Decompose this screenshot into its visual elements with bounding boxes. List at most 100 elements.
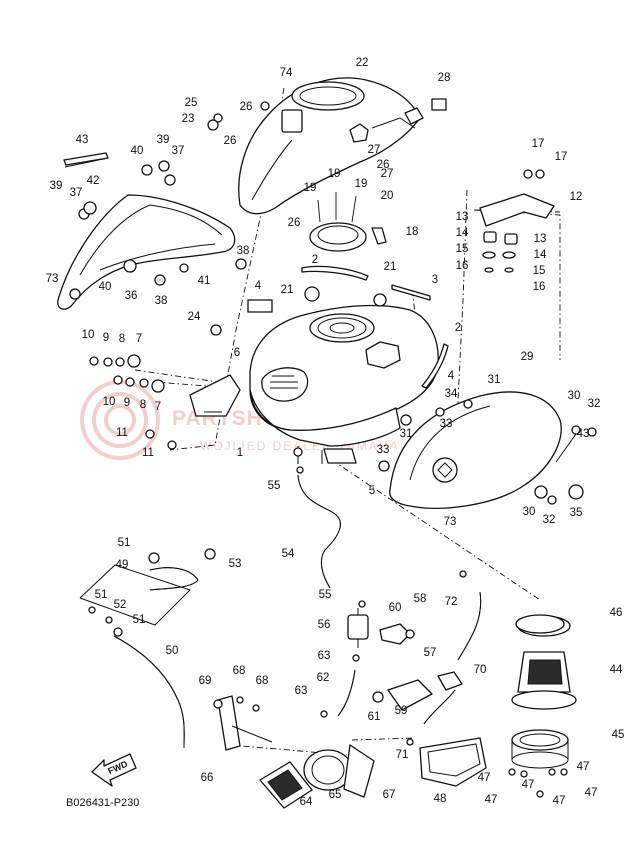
callout-15: 15: [533, 265, 546, 277]
callout-63: 63: [295, 685, 308, 697]
callout-14: 14: [456, 227, 469, 239]
callout-19: 19: [328, 168, 341, 180]
callout-43: 43: [577, 428, 590, 440]
callout-21: 21: [384, 261, 397, 273]
decal-28: [431, 98, 447, 111]
callout-43: 43: [76, 134, 89, 146]
callout-29: 29: [521, 351, 534, 363]
callout-28: 28: [438, 72, 451, 84]
callout-47: 47: [478, 772, 491, 784]
callout-47: 47: [553, 795, 566, 807]
callout-47: 47: [485, 794, 498, 806]
callout-12: 12: [570, 191, 583, 203]
callout-7: 7: [155, 401, 161, 413]
callout-6: 6: [234, 347, 240, 359]
pump-guard: [419, 737, 487, 787]
callout-37: 37: [70, 187, 83, 199]
callout-49: 49: [116, 559, 129, 571]
callout-47: 47: [522, 779, 535, 791]
callout-62: 62: [317, 672, 330, 684]
callout-51: 51: [133, 614, 146, 626]
fuel-filter: [347, 608, 463, 711]
callout-53: 53: [229, 558, 242, 570]
callout-27: 27: [381, 168, 394, 180]
seal-strips: [247, 265, 449, 389]
callout-20: 20: [381, 190, 394, 202]
callout-11: 11: [116, 427, 128, 439]
callout-4: 4: [448, 370, 455, 382]
callout-18: 18: [406, 226, 419, 238]
callout-60: 60: [389, 602, 402, 614]
callout-21: 21: [281, 284, 294, 296]
callout-71: 71: [396, 749, 409, 761]
callout-13: 13: [534, 233, 547, 245]
callout-54: 54: [282, 548, 295, 560]
callout-63: 63: [318, 650, 331, 662]
fuel-tank: [249, 304, 439, 464]
callout-2: 2: [312, 254, 318, 266]
callout-68: 68: [256, 675, 269, 687]
callout-26: 26: [224, 135, 237, 147]
callout-30: 30: [523, 506, 536, 518]
callout-27: 27: [368, 144, 381, 156]
tank-top-cover: [238, 77, 424, 215]
left-bracket: [189, 374, 241, 417]
callout-3: 3: [432, 274, 438, 286]
callout-56: 56: [318, 619, 331, 631]
callout-30: 30: [568, 390, 581, 402]
callout-68: 68: [233, 665, 246, 677]
callout-17: 17: [532, 138, 545, 150]
callout-42: 42: [87, 175, 100, 187]
callout-35: 35: [570, 507, 583, 519]
left-side-cover: [57, 152, 236, 310]
callout-73: 73: [444, 516, 457, 528]
callout-52: 52: [114, 599, 127, 611]
callout-40: 40: [99, 281, 112, 293]
callout-61: 61: [368, 711, 381, 723]
callout-39: 39: [50, 180, 63, 192]
callout-32: 32: [543, 514, 556, 526]
callout-9: 9: [103, 332, 109, 344]
hoses: [113, 474, 482, 749]
callout-66: 66: [201, 772, 214, 784]
callout-10: 10: [103, 396, 116, 408]
callout-40: 40: [131, 145, 144, 157]
callout-65: 65: [329, 789, 342, 801]
callout-44: 44: [610, 664, 623, 676]
callout-26: 26: [377, 159, 390, 171]
callout-32: 32: [588, 398, 601, 410]
callout-16: 16: [456, 260, 469, 272]
callout-41: 41: [198, 275, 211, 287]
callout-59: 59: [395, 705, 408, 717]
callout-11: 11: [142, 447, 154, 459]
callout-34: 34: [445, 388, 458, 400]
pump-ring: [511, 729, 569, 769]
callout-24: 24: [188, 311, 201, 323]
callout-14: 14: [534, 249, 547, 261]
callout-55: 55: [319, 589, 332, 601]
callout-73: 73: [46, 273, 59, 285]
callout-36: 36: [125, 290, 138, 302]
callout-15: 15: [456, 243, 469, 255]
callout-31: 31: [400, 428, 413, 440]
rear-side-cover: [389, 391, 577, 509]
callout-33: 33: [377, 444, 390, 456]
canister-bracket: [217, 695, 273, 751]
callout-9: 9: [124, 397, 130, 409]
callout-47: 47: [585, 787, 598, 799]
callout-19: 19: [355, 178, 368, 190]
callout-17: 17: [555, 151, 568, 163]
callout-1: 1: [237, 447, 243, 459]
callout-33: 33: [440, 418, 453, 430]
hose-group-frame: [79, 564, 191, 626]
callout-55: 55: [268, 480, 281, 492]
callout-74: 74: [280, 67, 293, 79]
callout-16: 16: [533, 281, 546, 293]
callout-38: 38: [237, 245, 250, 257]
callout-51: 51: [95, 589, 108, 601]
callout-48: 48: [434, 793, 447, 805]
callout-45: 45: [612, 729, 625, 741]
